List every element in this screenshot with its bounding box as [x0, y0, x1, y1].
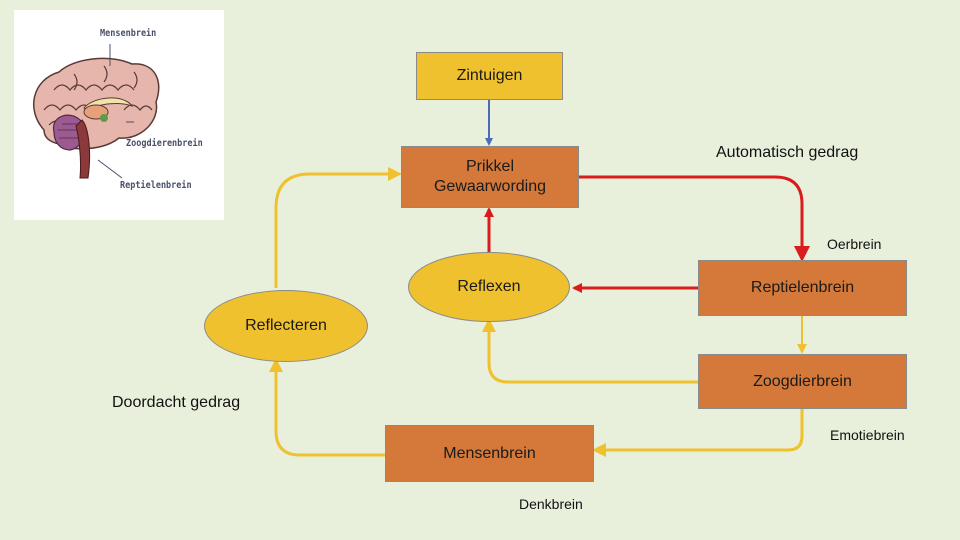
node-prikkel: Prikkel Gewaarwording: [401, 146, 579, 208]
label-emotiebrein: Emotiebrein: [830, 427, 905, 443]
node-zintuigen: Zintuigen: [416, 52, 563, 100]
thumb-label-human: Mensenbrein: [100, 28, 157, 39]
label-doordacht-gedrag: Doordacht gedrag: [112, 394, 241, 411]
node-reptielenbrein: Reptielenbrein: [698, 260, 907, 316]
thumb-label-reptile: Reptielenbrein: [120, 180, 192, 191]
node-prikkel-line1: Prikkel: [465, 158, 514, 175]
arrow-zoogdier-mensen: [592, 409, 804, 457]
arrow-prikkel-reptiel: [579, 175, 810, 262]
node-prikkel-line2: Gewaarwording: [433, 178, 547, 195]
node-reflexen: Reflexen: [408, 252, 570, 322]
arrow-mensen-reflecteren: [269, 358, 385, 457]
node-zoogdierbrein: Zoogdierbrein: [698, 354, 907, 409]
label-denkbrein: Denkbrein: [519, 496, 583, 512]
label-oerbrein: Oerbrein: [827, 236, 882, 252]
brain-illustration: Mensenbrein Zoogdierenbrein Reptielenbre…: [14, 10, 224, 220]
arrow-reflecteren-prikkel: [274, 167, 402, 288]
label-automatisch-gedrag: Automatisch gedrag: [716, 144, 859, 161]
brain-icon: [32, 44, 160, 179]
arrow-zoogdier-reflexen: [482, 318, 698, 384]
node-reflecteren: Reflecteren: [204, 290, 368, 362]
thumb-label-mammal: Zoogdierenbrein: [126, 138, 203, 149]
node-mensenbrein: Mensenbrein: [385, 425, 594, 482]
